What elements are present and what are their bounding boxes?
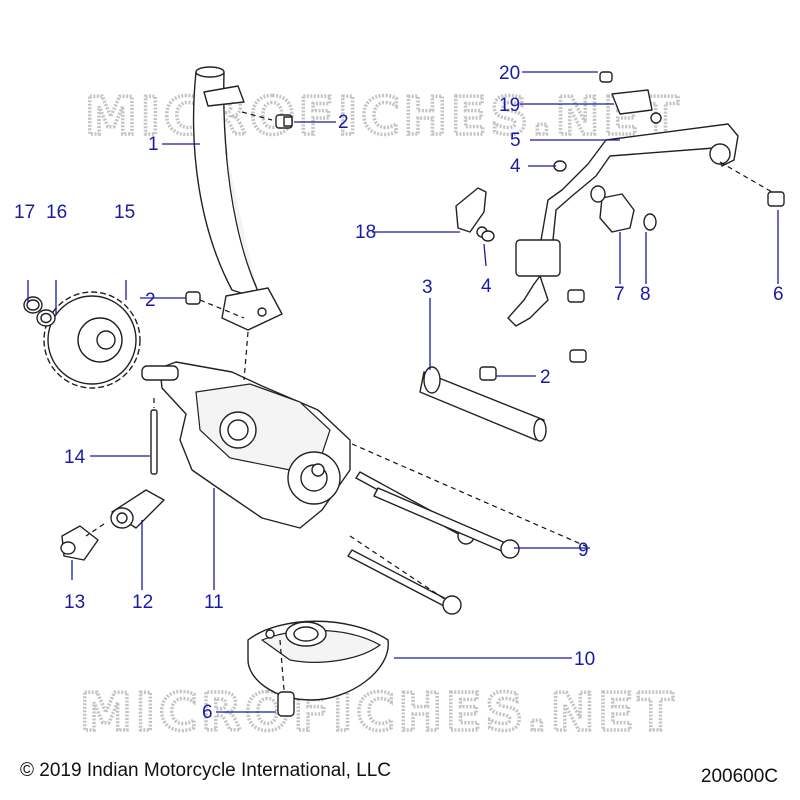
callout-3: 3 (422, 277, 433, 298)
bolt-2-left (185, 291, 201, 305)
callout-16: 16 (46, 202, 67, 223)
dowel-pin-14 (150, 409, 158, 475)
long-bolt-9-lower (373, 487, 520, 559)
shaft-3 (419, 366, 547, 442)
watermark-bottom: MICROFICHES.NET (80, 683, 677, 743)
callout-1: 1 (148, 134, 159, 155)
callout-5: 5 (510, 130, 521, 151)
banjo-bolt-19 (611, 89, 662, 124)
callout-4-top: 4 (510, 156, 521, 177)
callout-2-top: 2 (338, 112, 349, 133)
long-bolt-9-bottom (347, 549, 462, 615)
bolt-2-right (479, 366, 497, 381)
oring-4-mid (481, 230, 495, 242)
seal-7 (590, 185, 635, 233)
pickup-tube (192, 66, 283, 331)
callout-2-left: 2 (145, 290, 156, 311)
callout-9: 9 (578, 540, 589, 561)
callout-6-bottom: 6 (202, 702, 213, 723)
callout-4-mid: 4 (481, 276, 492, 297)
callout-12: 12 (132, 592, 153, 613)
drive-gear (43, 291, 141, 389)
oil-line-5 (507, 123, 739, 327)
callout-19: 19 (499, 95, 520, 116)
callout-13: 13 (64, 592, 85, 613)
copyright-notice: © 2019 Indian Motorcycle International, … (20, 760, 391, 781)
callout-20: 20 (499, 63, 520, 84)
relief-valve-12 (110, 489, 165, 529)
callout-18: 18 (355, 222, 376, 243)
callout-2-right: 2 (540, 367, 551, 388)
washer-17 (23, 296, 43, 314)
drawing-number: 200600C (700, 766, 778, 787)
oring-8 (643, 213, 657, 231)
leader-lines (27, 71, 779, 713)
callout-14: 14 (64, 447, 86, 468)
oil-pump-body (141, 361, 351, 529)
callout-7: 7 (614, 284, 625, 305)
bolt-6-right (767, 191, 785, 207)
callout-11: 11 (204, 592, 224, 613)
bolt-20 (599, 71, 613, 83)
callout-17: 17 (14, 202, 35, 223)
callout-10: 10 (574, 649, 595, 670)
bolt-cluster (567, 289, 587, 363)
watermark-top: MICROFICHES.NET (85, 87, 682, 147)
fitting-18 (455, 187, 488, 238)
callout-15: 15 (114, 202, 135, 223)
bolt-6-bottom (277, 691, 295, 717)
bolt-2-top (275, 114, 293, 129)
washer-16 (36, 309, 56, 327)
callout-6-right: 6 (773, 284, 784, 305)
alignment-lines (85, 111, 773, 691)
callout-8: 8 (640, 284, 651, 305)
